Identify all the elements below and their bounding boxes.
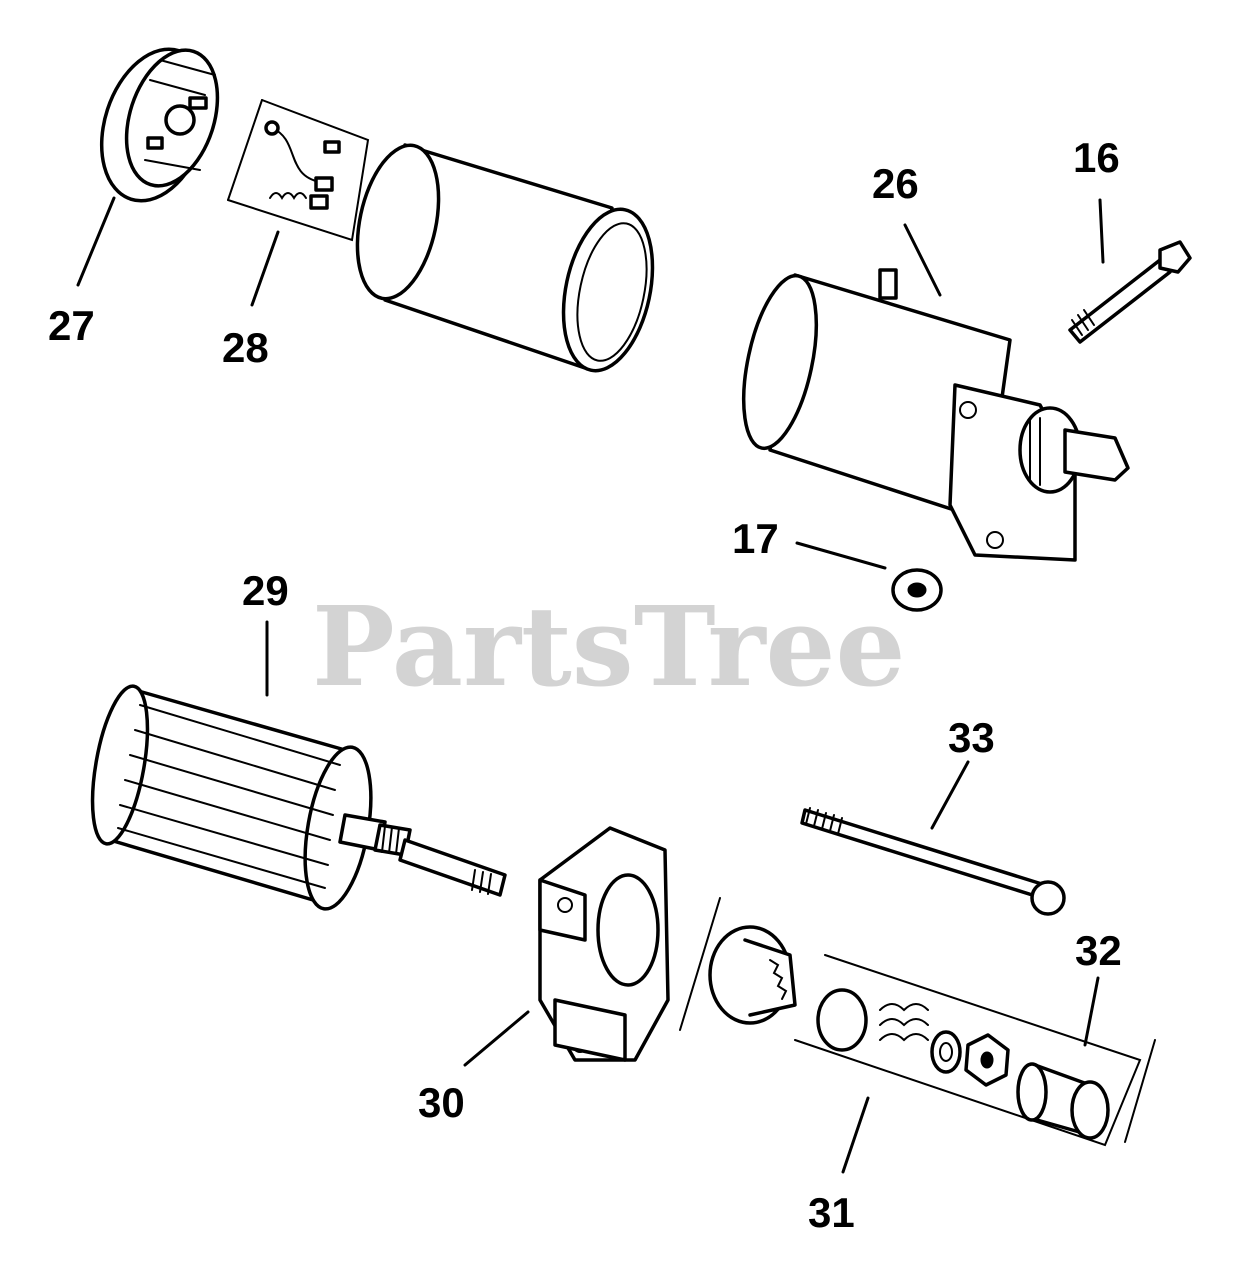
leader-28 [250, 230, 280, 307]
callout-30: 30 [418, 1079, 465, 1126]
part-32-stop-collar[interactable] [1016, 1062, 1110, 1140]
watermark: PartsTree [312, 582, 906, 711]
part-28-brush-kit[interactable] [227, 99, 370, 242]
leader-16 [1098, 198, 1105, 264]
callout-29: 29 [242, 567, 289, 614]
callout-16: 16 [1073, 134, 1120, 181]
part-16-bolt[interactable] [1068, 240, 1192, 344]
callout-27: 27 [48, 302, 95, 349]
leader-32 [1083, 976, 1100, 1047]
callout-26: 26 [872, 160, 919, 207]
leader-17 [795, 541, 887, 570]
part-29-armature[interactable] [82, 682, 507, 914]
leader-31 [841, 1096, 870, 1174]
callout-33: 33 [948, 714, 995, 761]
callout-31: 31 [808, 1189, 855, 1236]
leader-33 [930, 760, 970, 830]
callout-32: 32 [1075, 927, 1122, 974]
part-26-starter-motor-assembly[interactable] [730, 268, 1130, 562]
leader-27 [76, 196, 116, 287]
leader-26 [903, 223, 942, 297]
callout-28: 28 [222, 324, 269, 371]
part-33-through-bolt[interactable] [800, 807, 1066, 916]
motor-housing-sleeve[interactable] [345, 138, 667, 379]
part-31-drive-kit[interactable] [679, 897, 1156, 1147]
part-27-end-cap[interactable] [83, 35, 233, 214]
part-17-nut[interactable] [891, 568, 943, 612]
callout-17: 17 [732, 515, 779, 562]
part-30-drive-end-bracket[interactable] [538, 826, 670, 1062]
leader-30 [463, 1010, 530, 1067]
